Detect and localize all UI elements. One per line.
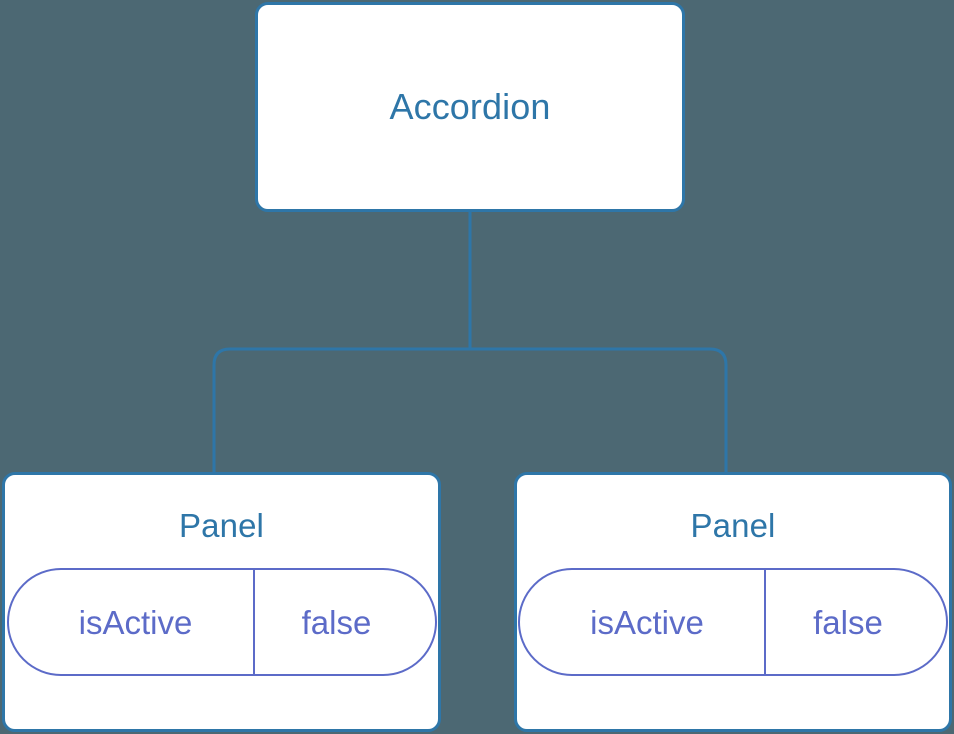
state-pill-key-2: isActive xyxy=(590,603,704,641)
node-panel-2-state-row: isActive false xyxy=(517,568,949,677)
state-pill-isactive-2[interactable]: isActive false xyxy=(518,568,948,677)
node-accordion-label: Accordion xyxy=(389,86,551,128)
state-pill-isactive-1[interactable]: isActive false xyxy=(6,568,437,677)
state-pill-key-1: isActive xyxy=(78,603,193,641)
node-accordion[interactable]: Accordion xyxy=(255,2,685,212)
connector-branch-left xyxy=(212,347,470,476)
node-panel-1-label: Panel xyxy=(179,507,264,544)
node-panel-1-state-row: isActive false xyxy=(5,568,438,677)
node-panel-2[interactable]: Panel isActive false xyxy=(514,472,952,732)
connector-branch-right xyxy=(470,347,728,476)
state-pill-value-2: false xyxy=(764,570,946,675)
state-pill-value-1: false xyxy=(252,570,435,675)
node-panel-1[interactable]: Panel isActive false xyxy=(2,472,441,732)
node-panel-2-label: Panel xyxy=(690,507,776,544)
